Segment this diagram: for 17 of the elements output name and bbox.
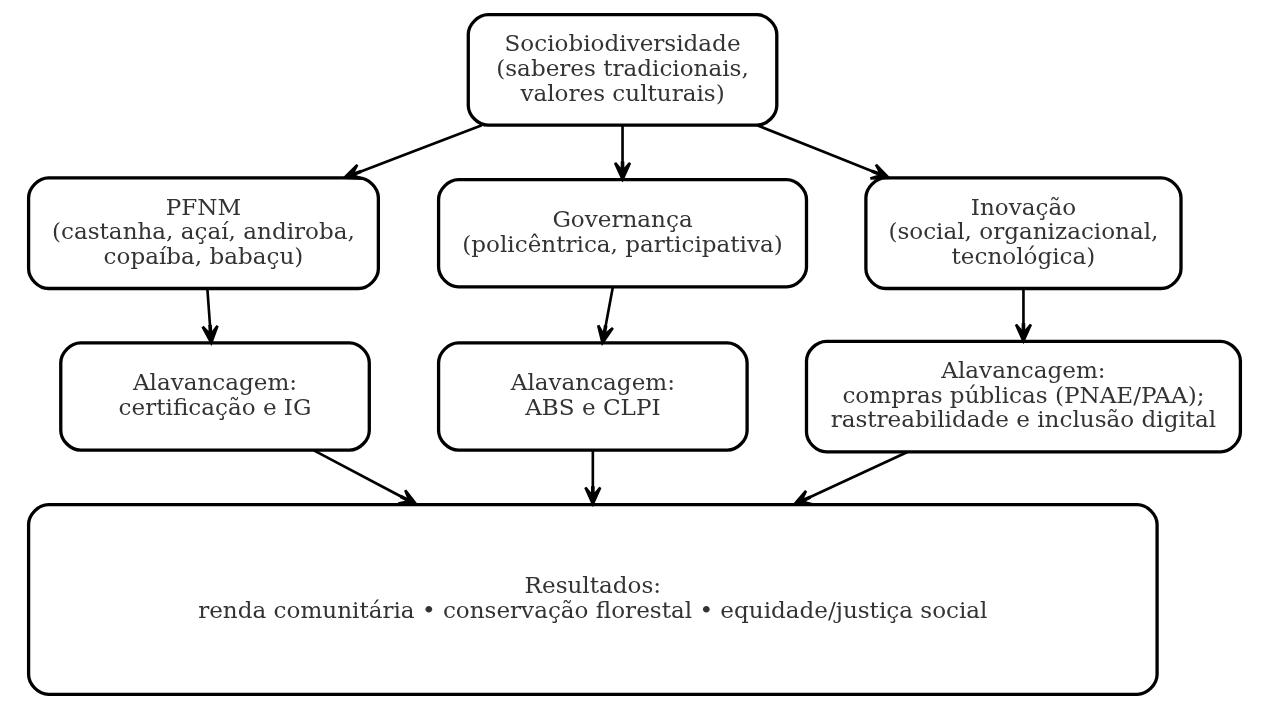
node-box: Alavancagem: certificação e IG	[58, 341, 371, 452]
node-box: Inovação (social, organizacional, tecnológica)	[863, 176, 1183, 291]
arrow	[792, 450, 908, 506]
arrow	[756, 124, 890, 180]
node-box: Alavancagem: ABS e CLPI	[436, 341, 749, 452]
arrow	[583, 450, 602, 506]
arrow	[200, 288, 219, 344]
node-box: Alavancagem: compras públicas (PNAE/PAA); rastreabilidade e inclusão digital	[804, 339, 1242, 454]
arrow	[1014, 288, 1032, 343]
node-box: Sociobiodiversidade (saberes tradicionais, valores culturais)	[466, 13, 778, 127]
node-box: Resultados: renda comunitária • conservação florestal • equidade/justiça social	[26, 503, 1159, 696]
arrow	[312, 449, 418, 506]
node-box: Governança (policêntrica, participativa)	[436, 177, 808, 289]
arrow	[613, 125, 631, 181]
node-box: PFNM (castanha, açaí, andiroba, copaíba, babaçu)	[26, 176, 380, 291]
arrow	[596, 287, 614, 345]
arrow	[342, 124, 482, 181]
